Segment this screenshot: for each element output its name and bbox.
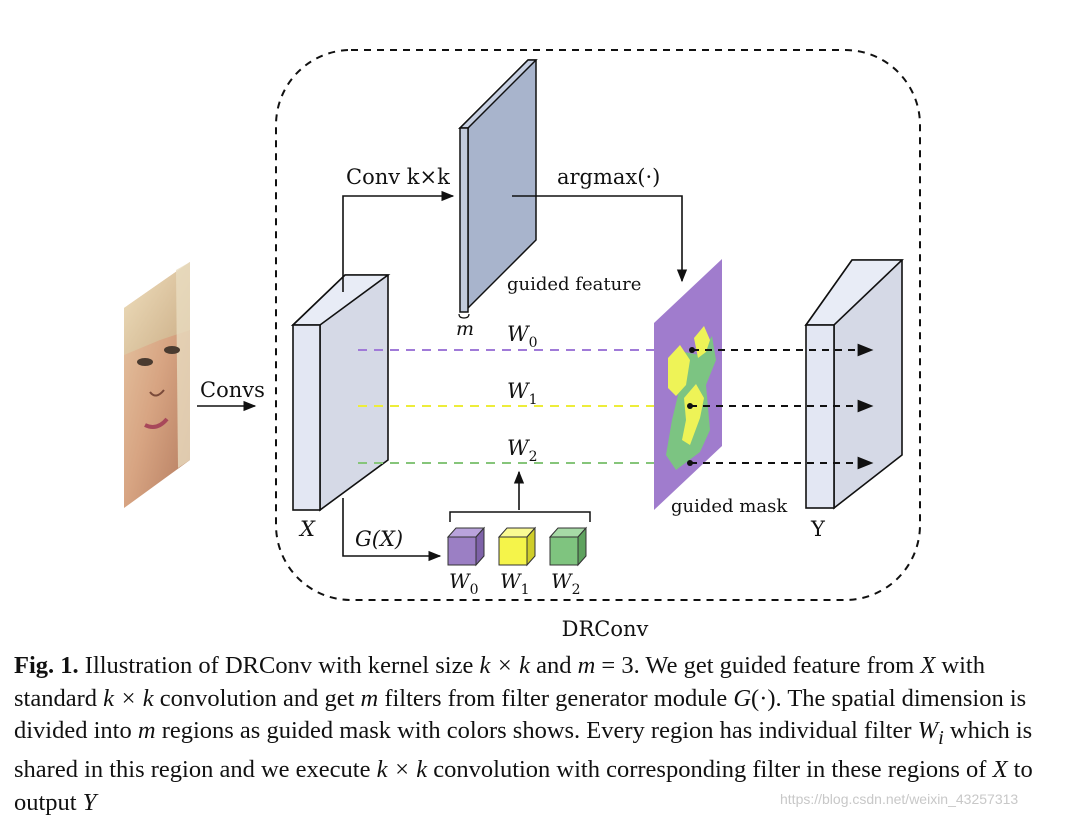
caption-part: Y	[82, 788, 97, 816]
output-dot-w1	[687, 403, 693, 409]
caption-fig-label: Fig. 1.	[14, 652, 79, 679]
caption-part: m	[137, 717, 156, 744]
filter-label-w2: W2	[551, 569, 580, 598]
caption-part: i	[938, 726, 944, 749]
argmax-label: argmax(·)	[557, 165, 660, 189]
caption-part: (·). The spatial dimension is divided in…	[14, 684, 1027, 745]
caption-part: filters from filter generator module	[378, 684, 734, 712]
caption-part: k × k	[103, 684, 154, 712]
conv-kxk-arrow	[342, 190, 455, 292]
caption-part: regions as guided mask with colors shows…	[155, 717, 918, 744]
y-label: Y	[810, 517, 826, 541]
w1-line-label: W1	[507, 379, 538, 408]
watermark: https://blog.csdn.net/weixin_43257313	[780, 791, 1019, 807]
figure-caption: Fig. 1. Illustration of DRConv with kern…	[14, 650, 1074, 819]
filter-cube-w1	[497, 526, 537, 567]
drconv-diagram: DRConv Convs X Conv k×k guided feature m…	[124, 49, 921, 641]
filters-bracket	[449, 511, 591, 522]
caption-part: convolution and get	[153, 684, 361, 712]
caption-part: X	[920, 652, 936, 679]
w2-line-label: W2	[507, 436, 538, 465]
y-output-block	[804, 259, 904, 510]
caption-part: Illustration of DRConv with kernel size	[78, 652, 480, 679]
filter-cube-w0	[446, 526, 486, 567]
caption-part: convolution with corresponding filter in…	[427, 756, 993, 784]
caption-part: = 3. We get guided feature from	[595, 652, 921, 679]
input-face-image	[124, 262, 190, 508]
m-label: m	[456, 318, 474, 340]
caption-part: k × k	[479, 652, 530, 679]
convs-label: Convs	[200, 378, 265, 402]
drconv-label: DRConv	[562, 617, 649, 641]
gx-label: G(X)	[355, 527, 403, 551]
caption-part: which is shared in this region and we ex…	[14, 717, 1033, 784]
gx-arrow	[342, 498, 442, 562]
caption-part: and	[529, 652, 578, 679]
conv-kxk-label: Conv k×k	[346, 165, 450, 189]
caption-part: m	[360, 684, 379, 712]
filter-cube-w2	[548, 526, 588, 567]
caption-part: k × k	[376, 756, 428, 784]
x-label: X	[298, 517, 316, 541]
guided-mask	[654, 259, 722, 510]
m-brace	[458, 313, 470, 319]
caption-part: to output	[14, 756, 1033, 816]
guided-feature-label: guided feature	[507, 274, 641, 295]
output-dot-w0	[689, 347, 695, 353]
w0-line-label: W0	[507, 322, 538, 351]
guided-mask-label: guided mask	[671, 496, 788, 517]
filter-label-w1: W1	[500, 569, 529, 598]
caption-part: G	[733, 684, 752, 712]
caption-part: W	[917, 717, 939, 744]
filter-label-w0: W0	[449, 569, 478, 598]
x-feature-block	[291, 274, 391, 512]
caption-part: X	[992, 756, 1008, 784]
caption-part: m	[577, 652, 596, 679]
guided-feature-block	[458, 59, 538, 313]
output-dot-w2	[687, 460, 693, 466]
drconv-container	[275, 49, 921, 601]
caption-part: with standard	[14, 652, 985, 712]
argmax-arrow	[512, 195, 688, 283]
